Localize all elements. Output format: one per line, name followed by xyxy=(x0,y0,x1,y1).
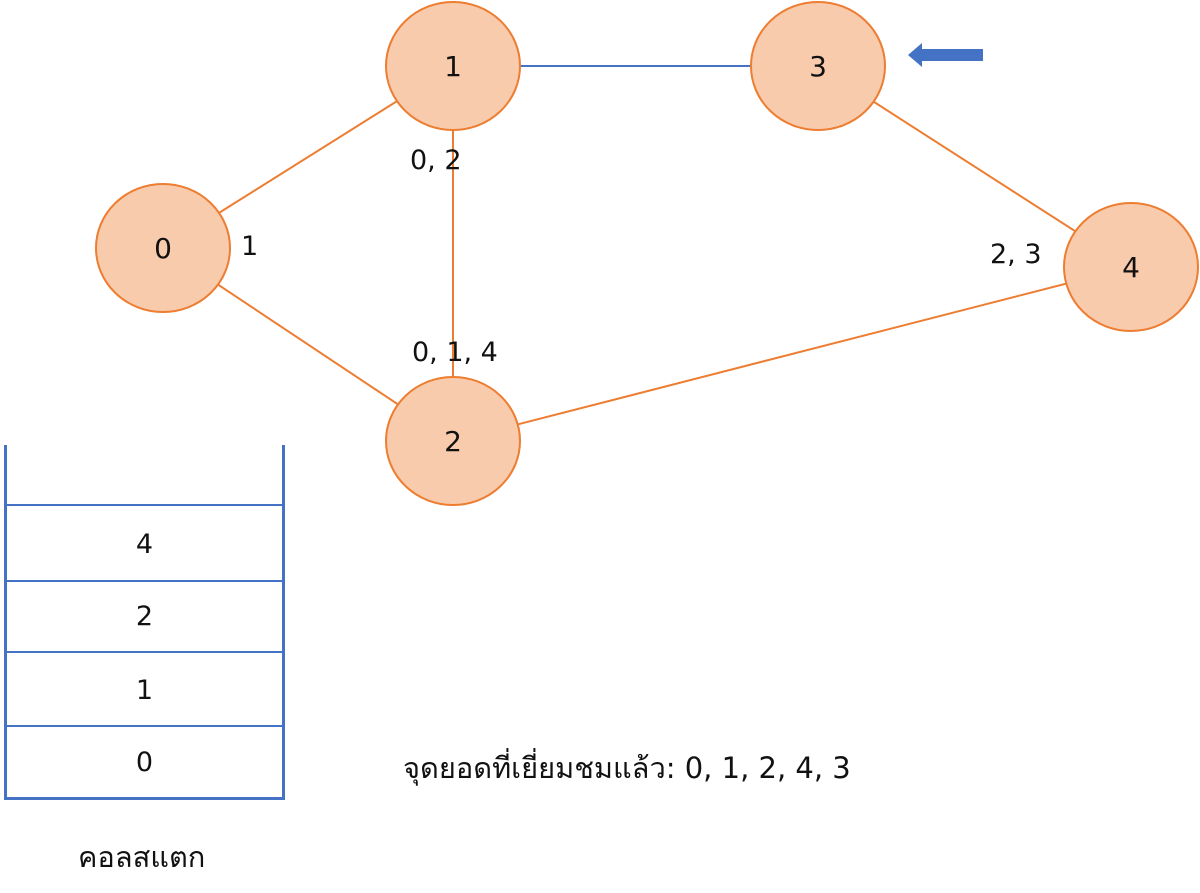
stack-item: 1 xyxy=(135,675,154,706)
graph-node-4: 4 xyxy=(1063,202,1199,332)
call-stack: 4 2 1 0 xyxy=(4,445,285,800)
stack-divider xyxy=(4,797,285,800)
graph-node-1: 1 xyxy=(385,1,521,131)
graph-node-0: 0 xyxy=(95,183,231,313)
stack-item: 2 xyxy=(135,601,154,632)
stack-divider xyxy=(4,504,285,506)
graph-node-3: 3 xyxy=(750,1,886,131)
node-label: 1 xyxy=(444,50,462,83)
visited-vertices-text: จุดยอดที่เยี่ยมชมแล้ว: 0, 1, 2, 4, 3 xyxy=(403,751,851,785)
node-circle xyxy=(385,1,521,131)
stack-item: 0 xyxy=(135,747,154,778)
node-circle xyxy=(95,183,231,313)
graph-node-2: 2 xyxy=(385,376,521,506)
left-arrow-icon xyxy=(908,43,983,67)
stack-wall-left xyxy=(4,445,7,800)
nodes: 0 1 2 3 4 xyxy=(95,1,1199,506)
adjacency-label-node1: 0, 2 xyxy=(410,145,462,176)
node-label: 2 xyxy=(444,425,462,458)
stack-item: 4 xyxy=(135,529,154,560)
stack-wall-right xyxy=(282,445,285,800)
edges xyxy=(162,65,1132,442)
node-circle xyxy=(750,1,886,131)
stack-divider xyxy=(4,580,285,582)
node-label: 0 xyxy=(154,232,172,265)
adjacency-label-node2: 0, 1, 4 xyxy=(412,337,498,368)
adjacency-label-node0: 1 xyxy=(241,231,259,262)
stack-divider xyxy=(4,725,285,727)
node-label: 4 xyxy=(1122,251,1140,284)
node-circle xyxy=(385,376,521,506)
stack-caption: คอลสแตก xyxy=(78,840,206,874)
stack-divider xyxy=(4,651,285,653)
adjacency-label-node4: 2, 3 xyxy=(990,239,1042,270)
node-circle xyxy=(1063,202,1199,332)
node-label: 3 xyxy=(809,50,827,83)
edge-2-4 xyxy=(452,266,1132,442)
